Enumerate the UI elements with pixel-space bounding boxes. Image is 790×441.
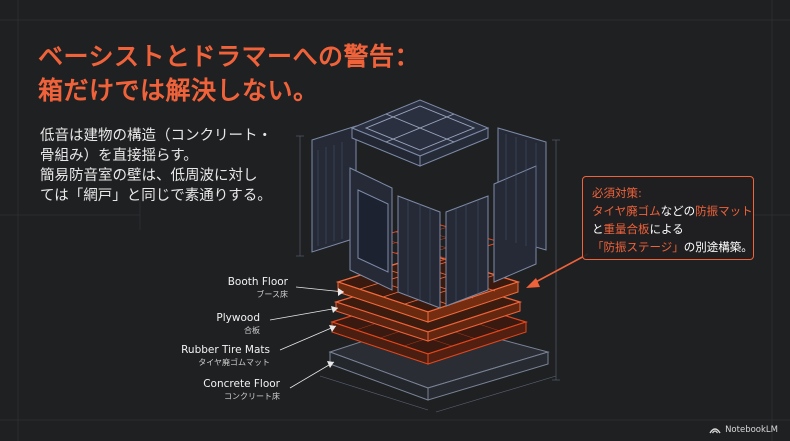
body-text: 低音は建物の構造（コンクリート・ 骨組み）を直接揺らす。 簡易防音室の壁は、低周… xyxy=(40,126,272,206)
body-line-1: 低音は建物の構造（コンクリート・ xyxy=(40,128,272,144)
callout-text-niyoru: による xyxy=(649,222,684,236)
body-line-4: ては「網戸」と同じで素通りする。 xyxy=(40,188,272,204)
label-concrete-floor: Concrete Floor コンクリート床 xyxy=(203,378,280,401)
callout-text-separate: の別途構築。 xyxy=(683,240,753,254)
notebooklm-logo-icon xyxy=(709,428,721,434)
callout-tire-rubber: タイヤ廃ゴム xyxy=(592,204,661,218)
panel-hatching xyxy=(317,134,537,304)
callout-text-nado: などの xyxy=(660,204,696,218)
slide-title: ベーシストとドラマーへの警告： 箱だけでは解決しない。 xyxy=(38,40,420,108)
title-line-1: ベーシストとドラマーへの警告： xyxy=(38,42,421,71)
callout-text-to: と xyxy=(592,222,604,236)
brand-watermark: NotebookLM xyxy=(709,425,778,435)
label-plywood: Plywood 合板 xyxy=(216,312,260,335)
callout-box: 必須対策: タイヤ廃ゴムなどの防振マット と重量合板による 「防振ステージ」の別… xyxy=(582,176,754,260)
body-line-3: 簡易防音室の壁は、低周波に対し xyxy=(40,168,258,184)
leader-arrowheads xyxy=(327,288,344,368)
title-line-2: 箱だけでは解決しない。 xyxy=(38,76,319,105)
callout-heading: 必須対策: xyxy=(592,186,642,200)
body-line-2: 骨組み）を直接揺らす。 xyxy=(40,148,198,164)
dimension-lines xyxy=(296,135,560,413)
callout-heavy-plywood: 重量合板 xyxy=(603,222,650,236)
callout-vibration-mat: 防振マット xyxy=(695,204,753,218)
callout-vibration-stage: 「防振ステージ」 xyxy=(592,240,684,254)
callout-arrow xyxy=(526,253,589,288)
booth-wall-panels xyxy=(311,99,547,309)
roof-tiles xyxy=(364,105,476,151)
brand-name: NotebookLM xyxy=(725,425,778,435)
label-leader-lines xyxy=(269,286,345,389)
label-rubber-tire-mats: Rubber Tire Mats タイヤ廃ゴムマット xyxy=(181,344,270,367)
label-booth-floor: Booth Floor ブース床 xyxy=(227,276,288,299)
